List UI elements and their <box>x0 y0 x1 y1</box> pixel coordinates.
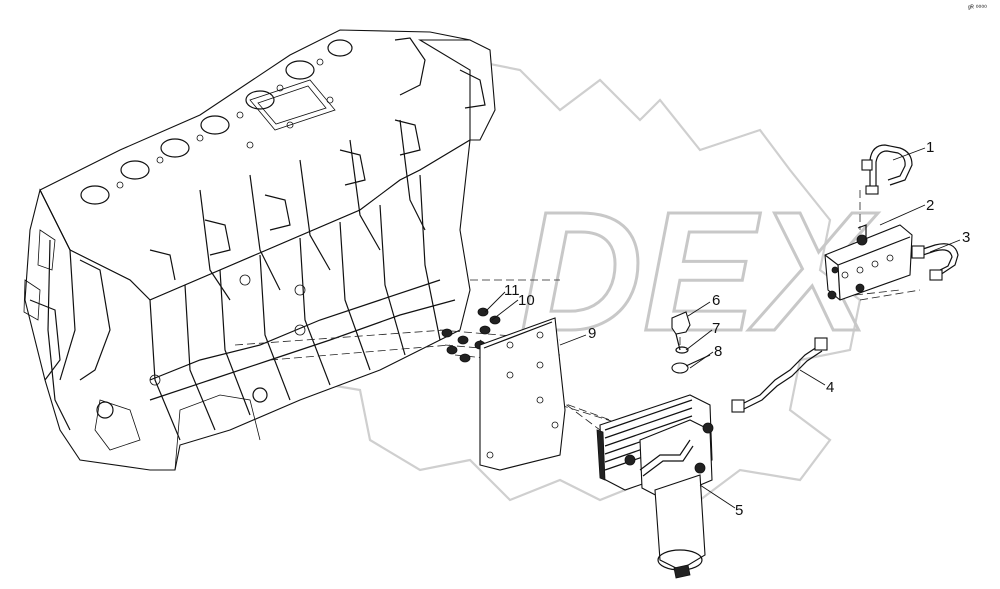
callout-5: 5 <box>735 502 743 519</box>
callout-7: 7 <box>712 320 720 337</box>
bracket-plate <box>479 317 566 471</box>
callout-6: 6 <box>712 292 720 309</box>
callout-3: 3 <box>962 229 970 246</box>
cylinder-bores <box>80 39 353 205</box>
hose-3 <box>911 243 959 281</box>
callout-9: 9 <box>588 325 596 342</box>
callout-labels: 1 2 3 4 5 6 7 8 9 10 11 <box>504 139 970 519</box>
leader-lines <box>484 147 961 509</box>
watermark-logo: DEX <box>258 48 880 502</box>
callout-10: 10 <box>518 292 535 309</box>
callout-1: 1 <box>926 139 934 156</box>
block-ribs <box>149 119 441 441</box>
distributor-block <box>824 224 913 301</box>
callout-8: 8 <box>714 343 722 360</box>
oil-cooler-filter-assembly <box>596 394 714 579</box>
engine-block <box>23 29 496 471</box>
callout-11: 11 <box>504 282 520 299</box>
corner-mark: ᵍᴿ ⁰⁰⁰⁰ <box>968 4 987 12</box>
hose-1 <box>861 144 913 195</box>
callout-2: 2 <box>926 197 934 214</box>
callout-4: 4 <box>826 379 834 396</box>
watermark-text: DEX <box>520 177 878 367</box>
pipe-4 <box>731 337 828 413</box>
